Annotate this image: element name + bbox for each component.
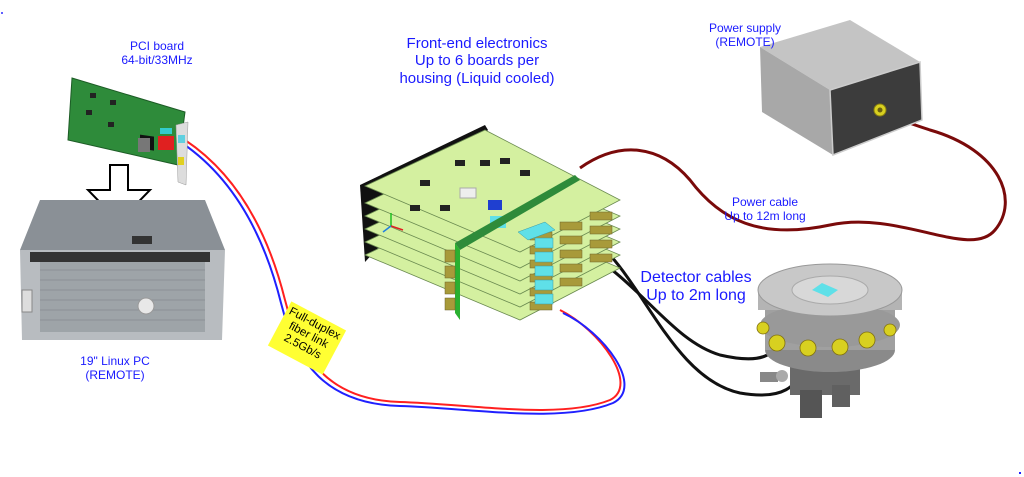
label-line: Power supply bbox=[708, 21, 782, 35]
power-cable bbox=[579, 108, 1007, 242]
label-power-supply: Power supply (REMOTE) bbox=[695, 21, 795, 50]
axis-gizmo bbox=[382, 213, 404, 233]
detector bbox=[756, 263, 903, 418]
label-power-cable: Power cable Up to 12m long bbox=[710, 195, 820, 224]
label-pci-board: PCI board 64-bit/33MHz bbox=[102, 39, 212, 68]
fiber-cable bbox=[181, 139, 626, 415]
label-line: (REMOTE) bbox=[85, 367, 145, 382]
front-end-housing bbox=[360, 125, 621, 321]
power-supply bbox=[760, 20, 923, 157]
label-detector-cables: Detector cables Up to 2m long bbox=[636, 269, 756, 306]
label-line: 64-bit/33MHz bbox=[121, 52, 193, 67]
label-line: housing (Liquid cooled) bbox=[399, 69, 555, 87]
label-linux-pc: 19" Linux PC (REMOTE) bbox=[55, 354, 175, 383]
linux-pc bbox=[20, 200, 225, 340]
corner-mark bbox=[1019, 472, 1021, 474]
label-line: Up to 6 boards per bbox=[414, 52, 540, 70]
corner-mark bbox=[1, 12, 3, 14]
label-line: Up to 2m long bbox=[646, 287, 746, 305]
label-line: Detector cables bbox=[640, 269, 752, 286]
label-line: Front-end electronics bbox=[406, 35, 548, 52]
label-line: (REMOTE) bbox=[715, 34, 775, 49]
label-front-end: Front-end electronics Up to 6 boards per… bbox=[382, 35, 572, 87]
label-line: 19" Linux PC bbox=[80, 354, 150, 368]
label-line: Up to 12m long bbox=[724, 208, 806, 223]
label-line: Power cable bbox=[731, 195, 799, 209]
label-line: PCI board bbox=[129, 39, 185, 53]
pci-board bbox=[67, 77, 189, 186]
